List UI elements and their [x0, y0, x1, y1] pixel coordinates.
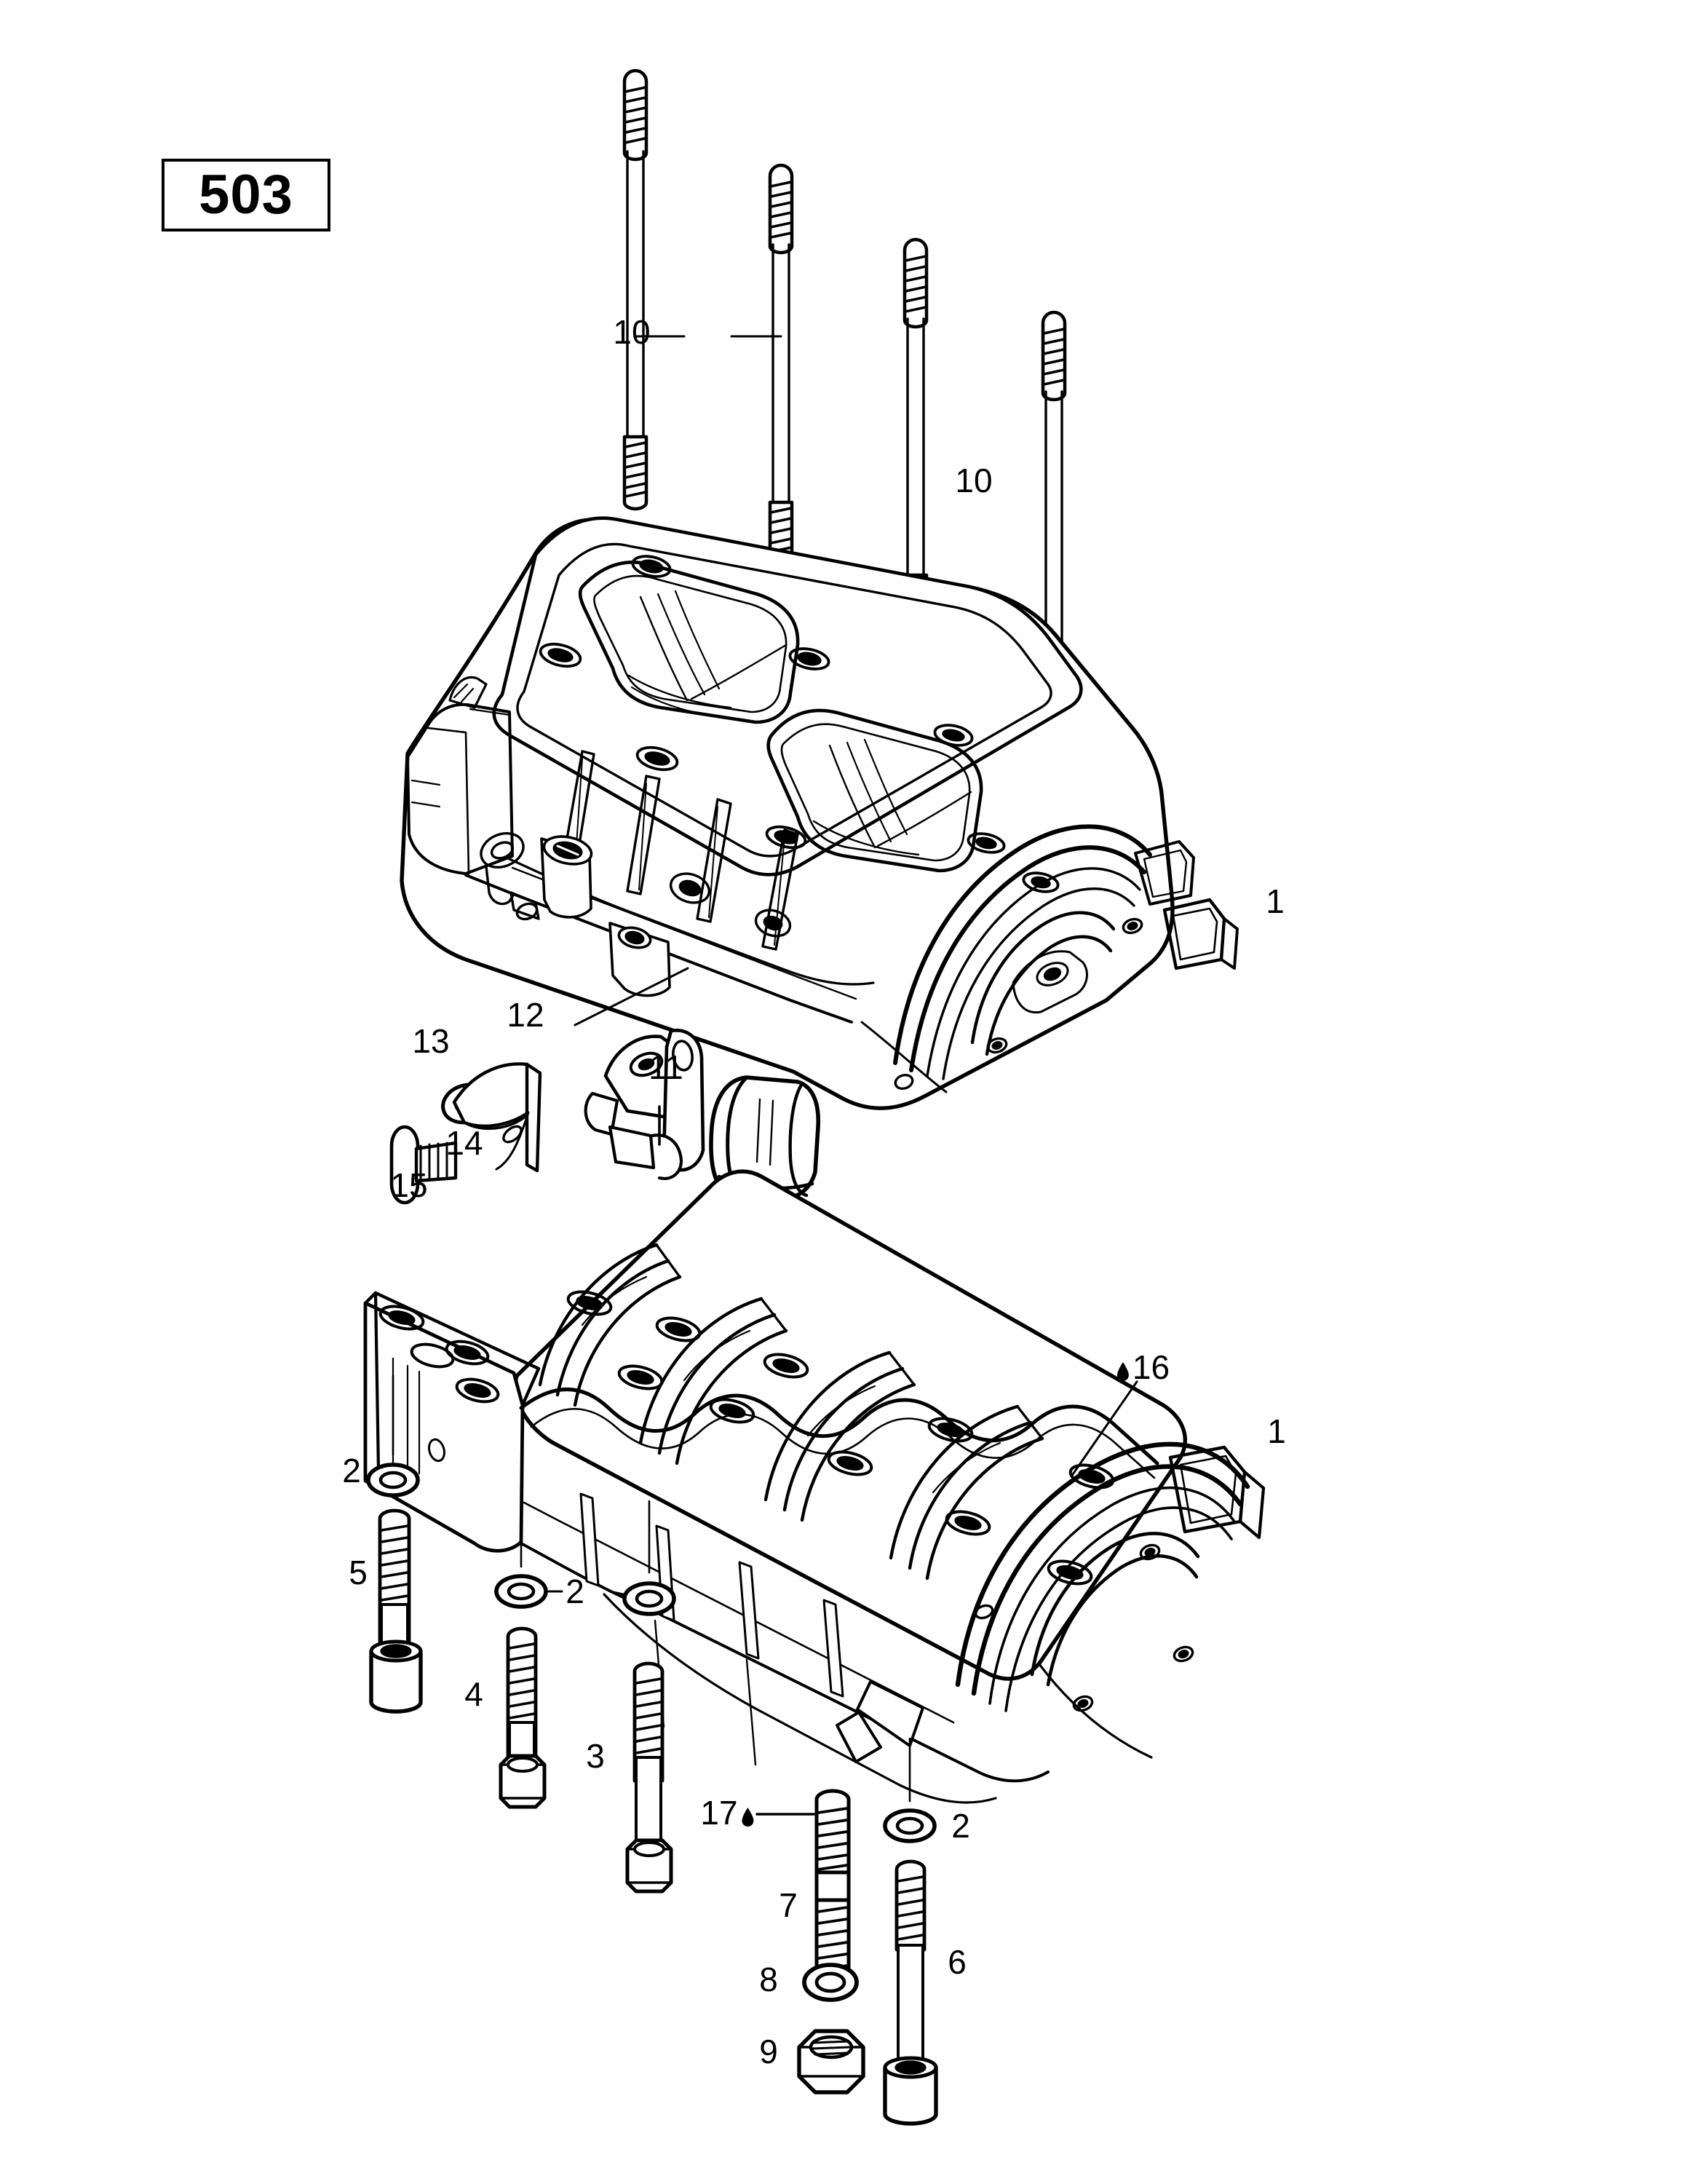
flat-washer-2c: [608, 1500, 676, 1616]
callout-9: 9: [759, 2033, 778, 2070]
callout-16: 16: [1116, 1350, 1170, 1384]
stud-7: [814, 1789, 851, 1991]
flat-washer-2a: [366, 1374, 420, 1497]
oil-drop-icon: [1116, 1362, 1129, 1381]
oil-drop-icon: [742, 1808, 754, 1827]
callout-2-a: 2: [342, 1452, 361, 1489]
callout-8: 8: [759, 1961, 778, 1998]
callout-12: 12: [507, 996, 544, 1034]
callout-4: 4: [464, 1675, 483, 1713]
leader-12: [574, 967, 689, 1026]
leader-16: [1070, 1380, 1138, 1478]
callout-11: 11: [648, 1048, 683, 1086]
callout-14: 14: [445, 1124, 483, 1162]
cylinder-stud-2: [768, 163, 794, 568]
callout-10-left: 10: [613, 313, 651, 351]
flat-washer-2d: [883, 1737, 937, 1843]
callout-6: 6: [948, 1943, 967, 1981]
page-number: 503: [199, 164, 293, 226]
callout-2-c: 2: [951, 1807, 970, 1845]
callout-15: 15: [390, 1166, 428, 1204]
page-number-box: 503: [162, 159, 330, 232]
callout-2-b: 2: [566, 1572, 584, 1610]
hex-nut-9: [797, 2029, 865, 2094]
callout-1-upper: 1: [1266, 882, 1285, 920]
cable-clamp-12: [584, 1029, 705, 1180]
socket-head-bolt-long-6: [883, 1859, 938, 2126]
callout-1-lower: 1: [1267, 1412, 1286, 1450]
callout-5: 5: [349, 1554, 368, 1591]
hex-bolt-4: [499, 1626, 547, 1809]
socket-head-bolt-5: [369, 1508, 423, 1714]
callout-17: 17: [700, 1796, 755, 1829]
crankcase-half-lower: [363, 1169, 1266, 1804]
callout-10-right: 10: [955, 462, 993, 499]
callout-13: 13: [412, 1022, 450, 1060]
flat-washer-2b: [494, 1501, 563, 1609]
callout-7: 7: [779, 1886, 798, 1924]
callout-3: 3: [586, 1737, 605, 1775]
crankcase-half-upper: [400, 516, 1239, 1111]
retaining-bracket-13: [452, 1062, 542, 1173]
lock-washer-8: [802, 1963, 859, 2002]
hex-screw-15: [389, 1125, 458, 1205]
cylinder-stud-1: [622, 68, 648, 511]
hex-bolt-long-3: [625, 1661, 673, 1894]
